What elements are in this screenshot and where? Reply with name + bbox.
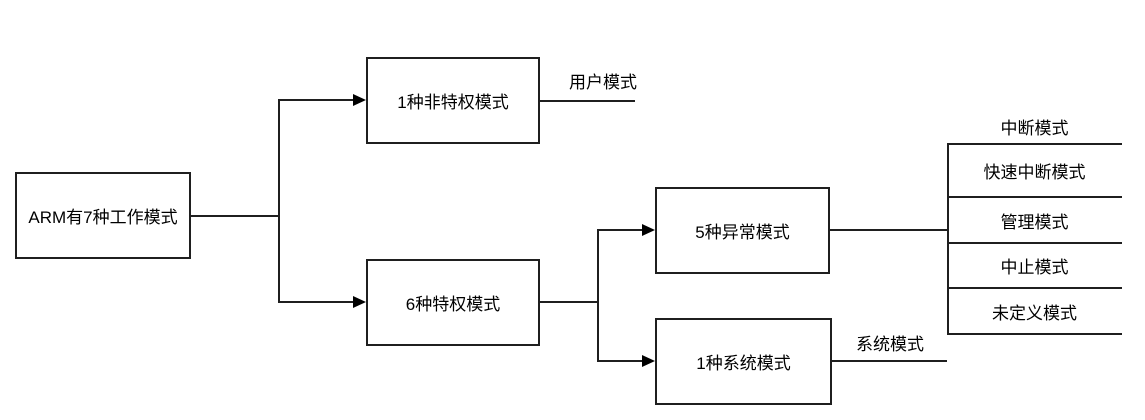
- list-divider: [947, 287, 1122, 289]
- connector-root-to-branch: [191, 215, 280, 217]
- list-left-border: [947, 143, 949, 335]
- connector-privileged-to-branch: [540, 301, 598, 303]
- connector-to-nonprivileged: [278, 99, 356, 101]
- list-divider: [947, 196, 1122, 198]
- list-divider: [947, 242, 1122, 244]
- node-system-mode: 1种系统模式: [655, 318, 832, 405]
- arrowhead-icon: [642, 355, 655, 367]
- list-divider: [947, 333, 1122, 335]
- exception-mode-item: 快速中断模式: [983, 163, 1086, 182]
- exception-mode-item: 中止模式: [1000, 258, 1069, 277]
- connector-branch-vertical: [278, 99, 280, 303]
- node-privileged-modes: 6种特权模式: [366, 259, 540, 346]
- connector-to-system: [597, 360, 645, 362]
- connector-system-mode-underline: [831, 360, 947, 362]
- label-system-mode: 系统模式: [856, 335, 924, 354]
- connector-privileged-branch-vertical: [597, 229, 599, 362]
- connector-exception-to-list: [830, 229, 948, 231]
- arrowhead-icon: [353, 296, 366, 308]
- connector-user-mode-underline: [540, 100, 635, 102]
- exception-mode-item: 未定义模式: [992, 303, 1077, 323]
- arrowhead-icon: [642, 224, 655, 236]
- connector-to-exception: [597, 229, 645, 231]
- exception-mode-item: 中断模式: [1000, 119, 1069, 138]
- node-arm-work-modes: ARM有7种工作模式: [15, 172, 191, 259]
- node-nonprivileged-mode: 1种非特权模式: [366, 57, 540, 144]
- arrowhead-icon: [353, 94, 366, 106]
- node-exception-modes: 5种异常模式: [655, 187, 830, 274]
- connector-to-privileged: [278, 301, 356, 303]
- label-user-mode: 用户模式: [569, 73, 637, 92]
- exception-mode-item: 管理模式: [1000, 212, 1069, 232]
- list-divider: [947, 143, 1122, 145]
